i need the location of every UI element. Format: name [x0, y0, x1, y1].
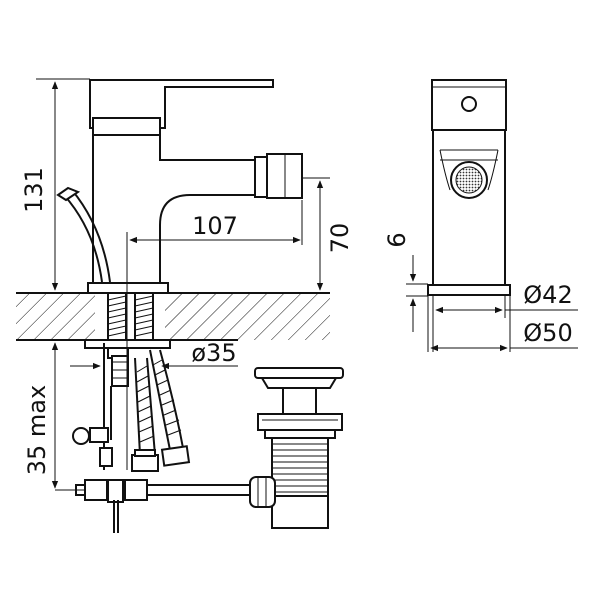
drain-knob	[249, 476, 276, 508]
pop-up-waste	[249, 367, 344, 529]
dim-107: 107	[192, 212, 238, 240]
pop-up-rod	[63, 194, 103, 283]
dim-6: 6	[383, 232, 411, 247]
aerator-nozzle	[254, 156, 268, 198]
faucet-side-view	[56, 79, 303, 294]
front-body	[432, 129, 506, 286]
countertop	[16, 290, 330, 342]
drain-flange	[257, 413, 343, 431]
dimension-labels: 131 107 70 35 max ø35 6 Ø42 Ø50	[20, 167, 573, 475]
drain-plug-cap	[254, 367, 344, 379]
dim-42: Ø42	[523, 281, 572, 309]
dim-35-max: 35 max	[23, 385, 51, 475]
supply-hose-right	[149, 349, 171, 451]
dim-70: 70	[326, 223, 354, 254]
lever-handle	[89, 79, 274, 129]
dim-50: Ø50	[523, 319, 572, 347]
dim-131: 131	[20, 167, 48, 213]
hose-nut-left	[131, 454, 159, 472]
base-ring	[87, 282, 169, 294]
dim-hole-35: ø35	[191, 339, 236, 367]
front-base	[427, 284, 511, 296]
rod-clip	[72, 427, 90, 445]
supply-hose-left	[134, 357, 141, 456]
faucet-front-view	[427, 79, 511, 296]
dimension-lines	[16, 78, 578, 491]
hose-nut-right	[160, 445, 191, 467]
